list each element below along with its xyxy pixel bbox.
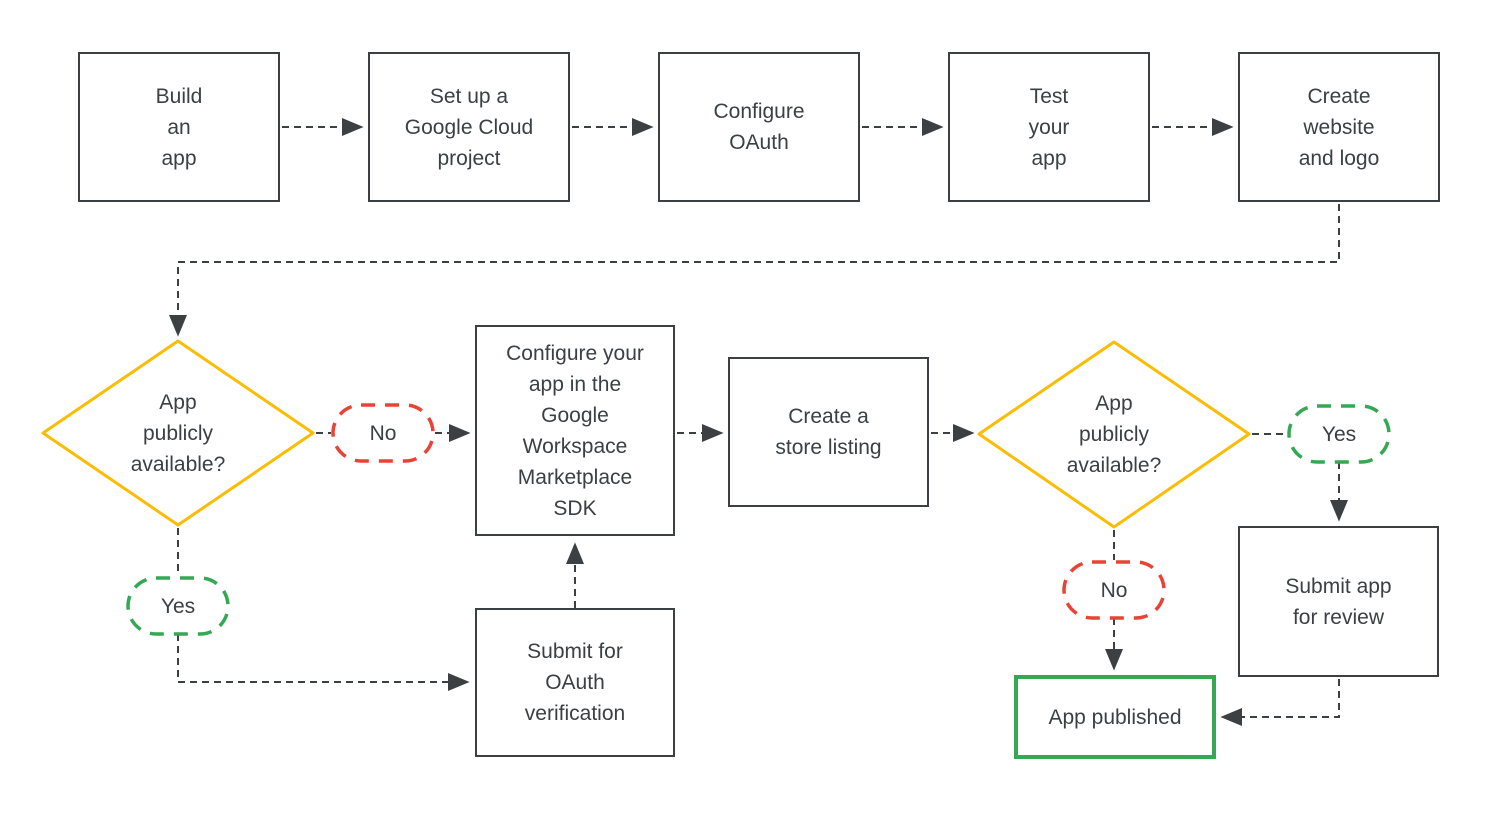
- connector-yes-to-verification: [177, 634, 470, 691]
- no2-oval: [1062, 560, 1166, 620]
- decision2-diamond: [977, 340, 1251, 529]
- node-marketplace-sdk: Configure your app in the Google Workspa…: [475, 325, 675, 536]
- node-test-app: Test your app: [948, 52, 1150, 202]
- node-store-listing-label: Create a store listing: [775, 405, 882, 459]
- node-oauth-verification: Submit for OAuth verification: [475, 608, 675, 757]
- node-configure-oauth-label: Configure OAuth: [713, 100, 805, 154]
- node-test-app-label: Test your app: [1028, 84, 1070, 170]
- node-store-listing: Create a store listing: [728, 357, 929, 507]
- node-yes2-label: Yes: [1321, 422, 1357, 446]
- connector-review-to-published: [1220, 679, 1340, 726]
- node-yes2: Yes: [1289, 406, 1389, 462]
- node-decision1-label: App publicly available?: [130, 390, 226, 476]
- yes2-oval: [1287, 404, 1391, 464]
- node-oauth-verification-label: Submit for OAuth verification: [524, 640, 626, 725]
- node-marketplace-sdk-label: Configure your app in the Google Workspa…: [506, 341, 644, 520]
- yes1-oval: [126, 576, 230, 636]
- node-submit-review-label: Submit app for review: [1285, 574, 1392, 629]
- node-app-published-label: App published: [1048, 705, 1182, 729]
- connector-website-to-decision1: [169, 204, 1340, 337]
- node-cloud-project-label: Set up a Google Cloud project: [404, 84, 534, 170]
- node-build-app-label: Build an app: [155, 84, 203, 170]
- node-configure-oauth: Configure OAuth: [658, 52, 860, 202]
- node-cloud-project: Set up a Google Cloud project: [368, 52, 570, 202]
- node-submit-review: Submit app for review: [1238, 526, 1439, 677]
- node-no2-label: No: [1100, 578, 1128, 602]
- node-decision2: App publicly available?: [1014, 374, 1214, 494]
- decision1-diamond: [41, 339, 315, 527]
- no1-oval: [331, 403, 435, 463]
- node-no1: No: [333, 405, 433, 461]
- node-no1-label: No: [369, 421, 397, 445]
- node-no2: No: [1064, 562, 1164, 618]
- node-create-website: Create website and logo: [1238, 52, 1440, 202]
- node-yes1: Yes: [128, 578, 228, 634]
- node-yes1-label: Yes: [160, 594, 196, 618]
- node-create-website-label: Create website and logo: [1298, 84, 1380, 170]
- node-decision2-label: App publicly available?: [1066, 391, 1162, 477]
- node-build-app: Build an app: [78, 52, 280, 202]
- node-decision1: App publicly available?: [78, 373, 278, 493]
- node-app-published: App published: [1014, 675, 1216, 759]
